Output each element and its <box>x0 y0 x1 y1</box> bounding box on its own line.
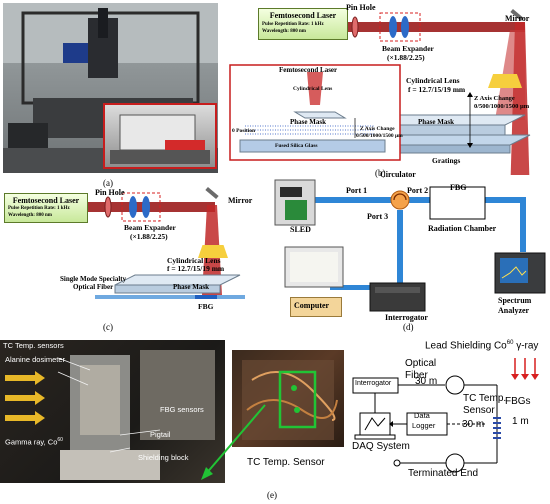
phase-mask-label-b: Phase Mask <box>418 118 454 126</box>
laser-box-b: Femtosecond Laser Pulse Repetition Rate:… <box>258 8 348 40</box>
inset-laser-label: Femtosecond Laser <box>279 66 338 74</box>
port3-label: Port 3 <box>367 212 389 221</box>
smsf-label-2: Optical Fiber <box>73 283 114 291</box>
mirror-label: Mirror <box>505 14 530 23</box>
phase-mask-c-label: Phase Mask <box>173 283 209 291</box>
panel-e-schematic <box>352 358 539 473</box>
pin-hole-c-label: Pin Hole <box>95 188 125 197</box>
z-values-label: 0/500/1000/1500 µm <box>474 103 530 110</box>
len30a-label: 30 m <box>415 376 438 387</box>
tc-sensors-label: TC Temp. sensors <box>3 341 64 350</box>
len1-label: 1 m <box>512 416 529 427</box>
inset-cyl-label: Cylindrical Lens <box>293 86 333 92</box>
daq-label: DAQ System <box>352 441 410 452</box>
cyl-lens-label: Cylindrical Lens <box>406 76 460 85</box>
beam-ratio-c-label: (×1.88/2.25) <box>130 232 168 241</box>
tc-sensor-caption: TC Temp. Sensor <box>247 457 325 468</box>
tc-sensor-photo <box>232 350 344 447</box>
inset-photo <box>103 103 217 169</box>
focal-label: f = 12.7/15/19 mm <box>408 85 466 94</box>
panel-label-b: (b) <box>375 168 386 178</box>
port2-label: Port 2 <box>407 186 429 195</box>
beam-expander-label: Beam Expander <box>382 44 434 53</box>
focal-c-label: f = 12.7/15/19 mm <box>167 264 225 273</box>
len30b-label: 30 m <box>462 419 485 430</box>
laser-title: Femtosecond Laser <box>269 11 337 20</box>
radiation-chamber-label: Radiation Chamber <box>428 224 497 233</box>
laser-c-rate: Pulse Repetition Rate: 1 kHz <box>8 206 70 211</box>
inset-z-label: Z Axis Change <box>360 126 395 132</box>
spectrum-label-1: Spectrum <box>498 296 532 305</box>
beam-ratio-label: (×1.88/2.25) <box>387 53 425 62</box>
lead-text: Lead Shielding Co <box>425 340 507 352</box>
fbg-sensors-label: FBG sensors <box>160 405 204 414</box>
panel-label-a: (a) <box>103 178 113 188</box>
laser-c-title: Femtosecond Laser <box>12 196 80 205</box>
panel-b-graphic <box>229 8 531 175</box>
cylindrical-lens <box>488 74 522 88</box>
panel-label-d: (d) <box>403 322 414 332</box>
data-logger-label-1: Data <box>414 411 430 420</box>
lead-shielding-label: Lead Shielding Co60 γ-ray <box>425 340 538 351</box>
fbg-d-label: FBG <box>450 183 467 192</box>
pigtail-label: Pigtail <box>150 430 171 439</box>
spectrum-label-2: Analyzer <box>498 306 530 315</box>
terminated-label: Terminated End <box>408 468 479 479</box>
optical-label-2: Fiber <box>405 370 428 381</box>
inset-z-values: 0/500/1000/1500 µm <box>356 133 403 139</box>
zero-position-label: 0 Position <box>232 128 256 134</box>
interrogator-e-label: Interrogator <box>355 380 392 387</box>
cyl-lens-c-label: Cylindrical Lens <box>167 256 221 265</box>
computer-box <box>290 297 342 317</box>
beam-expander-c-label: Beam Expander <box>124 223 176 232</box>
pin-hole-label: Pin Hole <box>346 3 376 12</box>
gamma-sup: 60 <box>57 437 63 443</box>
fbg-c-label: FBG <box>198 302 214 311</box>
sled-label: SLED <box>290 225 311 234</box>
fbgs-label: FBGs <box>505 396 531 407</box>
laser-wavelength: Wavelength: 800 nm <box>262 29 306 34</box>
z-axis-label: Z Axis Change <box>474 95 515 102</box>
setup-photo <box>3 3 218 173</box>
gratings-label: Gratings <box>432 156 461 165</box>
lead-ray: γ-ray <box>513 340 539 352</box>
laser-box-c: Femtosecond Laser Pulse Repetition Rate:… <box>4 193 88 223</box>
lead-sup: 60 <box>506 340 514 346</box>
optical-label-1: Optical <box>405 358 437 369</box>
tc-label-1: TC Temp. <box>463 393 507 404</box>
inset-phase-mask-label: Phase Mask <box>290 118 326 126</box>
panel-d-graphic <box>274 179 546 312</box>
laser-rate: Pulse Repetition Rate: 1 kHz <box>262 22 324 27</box>
cylindrical-lens-c <box>198 245 228 258</box>
gamma-label: Gamma ray, Co60 <box>5 437 63 447</box>
panel-label-c: (c) <box>103 322 113 332</box>
data-logger-label-2: Logger <box>412 421 436 430</box>
mirror-c-label: Mirror <box>228 196 253 205</box>
interrogator-d-label: Interrogator <box>385 313 428 322</box>
green-arrow <box>201 404 266 480</box>
smsf-label-1: Single Mode Specialty <box>60 275 127 283</box>
computer-label: Computer <box>294 301 330 310</box>
circulator-label: Circulator <box>380 170 416 179</box>
gamma-text: Gamma ray, Co <box>5 437 58 447</box>
laser-c-wavelength: Wavelength: 800 nm <box>8 213 52 218</box>
tc-label-2: Sensor <box>463 405 495 416</box>
alanine-label: Alanine dosimeter <box>5 355 66 364</box>
radiation-photo <box>0 340 225 483</box>
shielding-label: Shielding block <box>138 453 189 462</box>
fused-silica-label: Fused Silica Glass <box>275 143 318 149</box>
port1-label: Port 1 <box>346 186 368 195</box>
panel-label-e: (e) <box>267 490 277 500</box>
